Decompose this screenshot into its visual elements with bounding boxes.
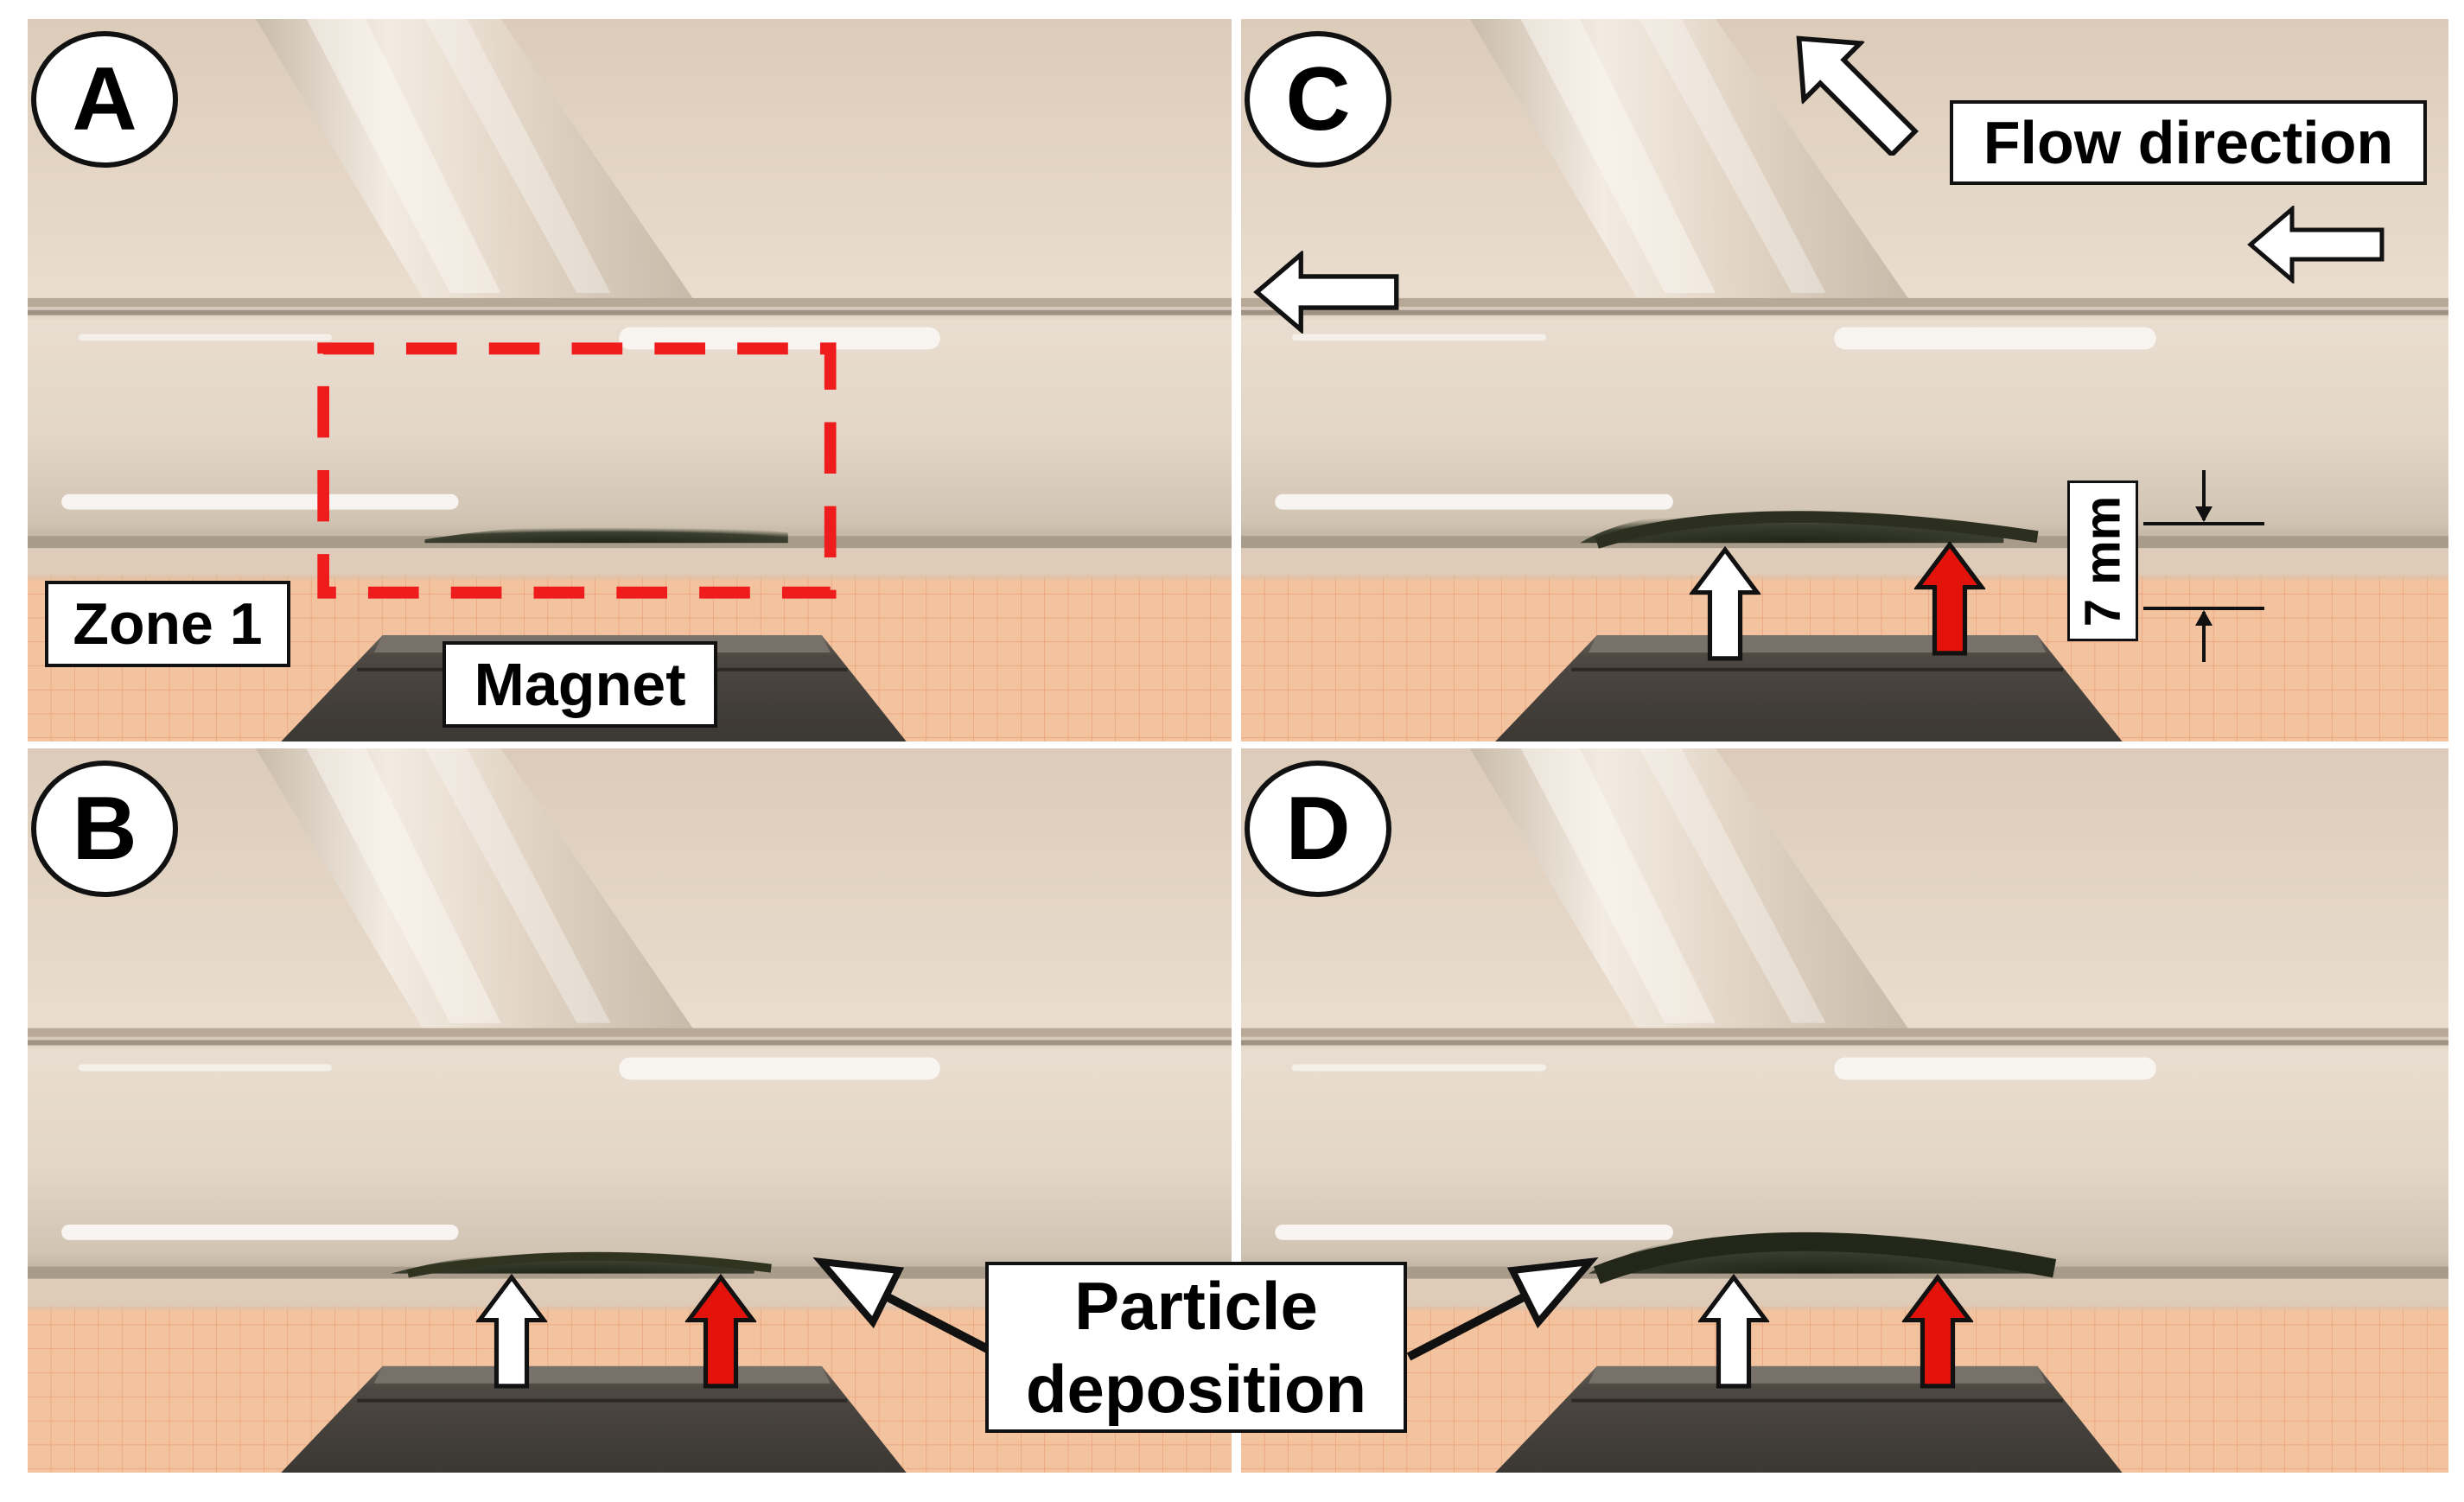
panel-letter-d: D: [1245, 761, 1391, 897]
panel-letter-a: A: [31, 31, 178, 168]
magnet-region-dashed-box: [317, 342, 837, 599]
deposition-pointer-arrow-icon: [812, 1257, 1005, 1361]
panel-d-photo: [1241, 748, 2448, 1473]
particle-deposition-line-1: Particle: [1074, 1268, 1318, 1344]
panel-a-photo: [28, 19, 1232, 741]
zone-label: Zone 1: [45, 581, 290, 667]
panel-c-photo: [1241, 19, 2448, 741]
panel-letter-b: B: [31, 761, 178, 897]
particle-deposition-line-2: deposition: [1025, 1351, 1367, 1427]
magnet-label: Magnet: [443, 641, 717, 728]
deposition-pointer-arrow-icon: [1406, 1257, 1599, 1361]
scale-label: 7 mm: [2067, 481, 2138, 641]
red-up-arrow-icon: [683, 1274, 759, 1390]
white-up-arrow-icon: [474, 1274, 550, 1390]
panel-letter-c: C: [1245, 31, 1391, 168]
flow-arrow-left-icon: [1253, 251, 1400, 334]
scale-bar: [2143, 470, 2264, 662]
flow-direction-label: Flow direction: [1950, 100, 2427, 185]
flow-arrow-left-icon: [2247, 204, 2385, 285]
white-up-arrow-icon: [1687, 546, 1763, 662]
red-up-arrow-icon: [1900, 1274, 1976, 1390]
particle-deposition-label: Particle deposition: [985, 1262, 1407, 1433]
red-up-arrow-icon: [1912, 541, 1988, 657]
flow-arrow-up-left-icon: [1773, 26, 1929, 156]
white-up-arrow-icon: [1696, 1274, 1772, 1390]
panel-b-photo: [28, 748, 1232, 1473]
